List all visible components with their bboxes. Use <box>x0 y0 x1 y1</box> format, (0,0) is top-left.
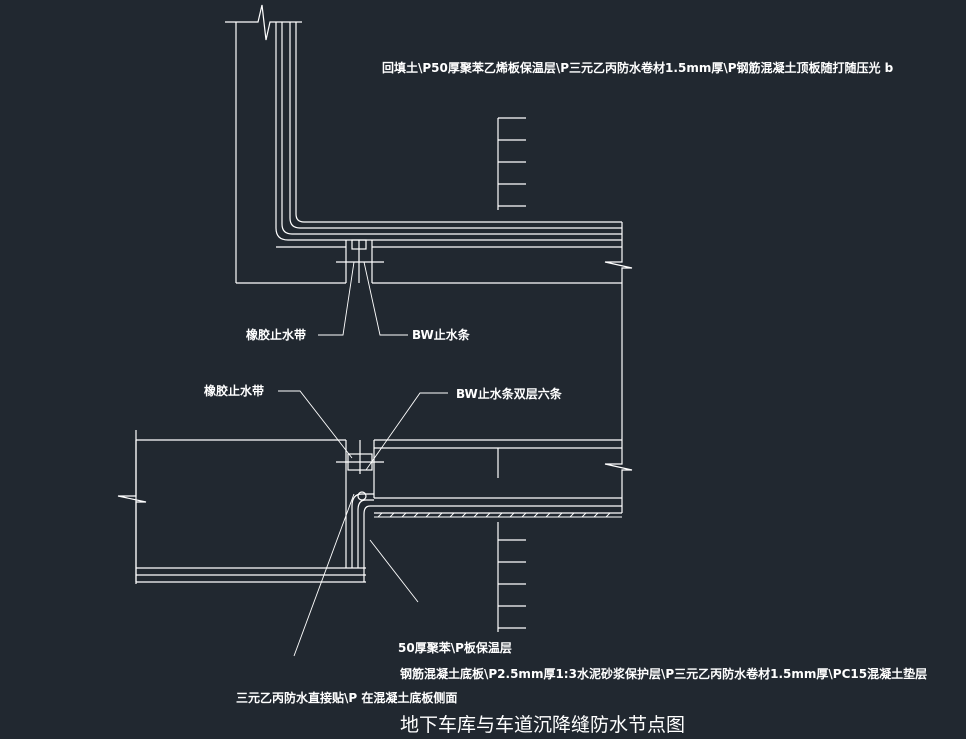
label-bottom-layers: 钢筋混凝土底板\P2.5mm厚1:3水泥砂浆保护层\P三元乙丙防水卷材1.5mm… <box>400 666 927 681</box>
slab-break-line <box>604 222 633 283</box>
upper-dimension-ticks <box>497 117 526 210</box>
lower-left-break-line <box>117 430 147 584</box>
upper-leaders <box>318 261 408 336</box>
label-eps-board: 50厚聚苯\P板保温层 <box>398 640 512 655</box>
lower-structure <box>117 430 633 632</box>
wall-break-line <box>225 4 302 41</box>
label-bw-strip-double: BW止水条双层六条 <box>456 386 563 401</box>
lower-dimension-ticks <box>497 522 526 632</box>
label-top-layers: 回填土\P50厚聚苯乙烯板保温层\P三元乙丙防水卷材1.5mm厚\P钢筋混凝土顶… <box>382 60 894 75</box>
annotations: 回填土\P50厚聚苯乙烯板保温层\P三元乙丙防水卷材1.5mm厚\P钢筋混凝土顶… <box>204 60 927 736</box>
drawing-title: 地下车库与车道沉降缝防水节点图 <box>400 714 685 736</box>
epdm-membrane-wrap <box>351 493 374 568</box>
soil-hatch <box>374 512 622 518</box>
lower-leaders <box>278 390 448 657</box>
upper-structure <box>225 4 633 448</box>
label-rubber-waterstop-lower: 橡胶止水带 <box>204 383 264 398</box>
label-bw-strip-upper: BW止水条 <box>412 327 471 342</box>
label-epdm-side: 三元乙丙防水直接贴\P 在混凝土底板侧面 <box>236 690 457 705</box>
backer-rod <box>357 491 367 501</box>
label-rubber-waterstop-upper: 橡胶止水带 <box>246 327 306 342</box>
lower-right-break-line <box>604 448 633 513</box>
upper-bw-strip <box>351 239 367 250</box>
